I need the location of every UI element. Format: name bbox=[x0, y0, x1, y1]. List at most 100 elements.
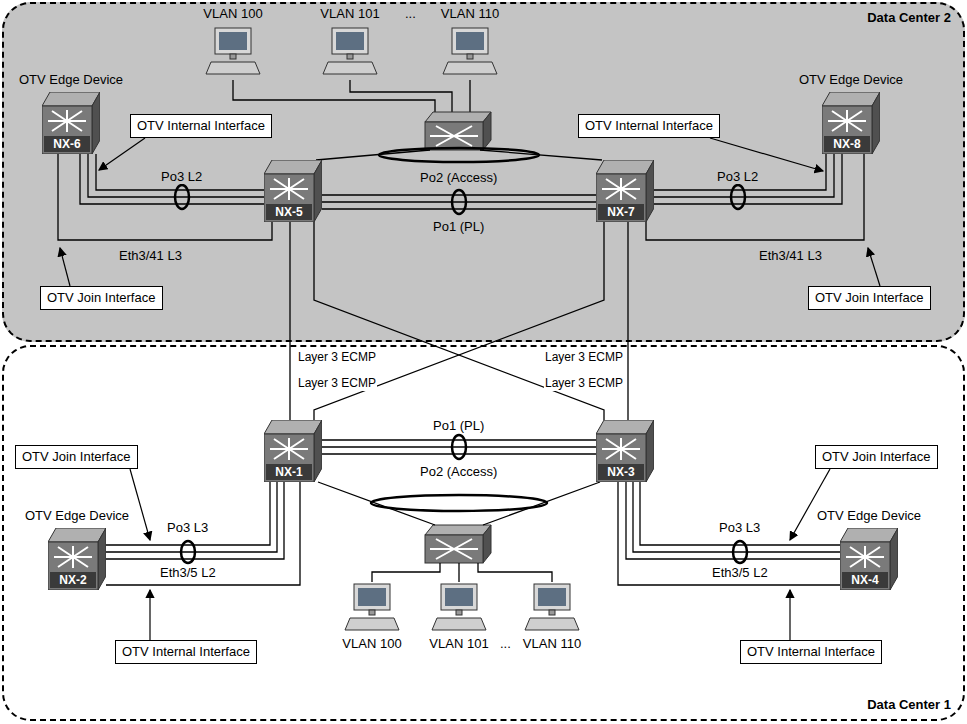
link-line bbox=[106, 482, 300, 585]
link-line bbox=[646, 154, 864, 240]
switch-symbol bbox=[828, 110, 866, 132]
switch-band bbox=[842, 572, 888, 588]
link bbox=[58, 154, 272, 240]
link bbox=[618, 482, 840, 585]
vlan-label: VLAN 110 bbox=[517, 636, 587, 652]
switch-side bbox=[92, 92, 100, 154]
plain-label: Po2 (Access) bbox=[419, 170, 498, 186]
switch-band bbox=[44, 136, 90, 152]
pc-keyboard bbox=[525, 618, 579, 630]
bundle-ring bbox=[175, 185, 189, 209]
nexus-switch: NX-5 bbox=[264, 160, 322, 222]
nexus-switch: OTV Edge DeviceNX-2 bbox=[48, 528, 106, 590]
host-pc: VLAN 100 bbox=[337, 582, 407, 654]
switch-top bbox=[48, 528, 106, 542]
switch-side bbox=[890, 528, 898, 590]
switch-symbol bbox=[270, 178, 308, 200]
callout-box: OTV Join Interface bbox=[40, 286, 163, 310]
callout-box: OTV Internal Interface bbox=[578, 114, 720, 138]
access-switch-top bbox=[425, 112, 491, 122]
pc-keyboard bbox=[443, 62, 497, 74]
nexus-switch: OTV Edge DeviceNX-8 bbox=[822, 92, 880, 154]
link bbox=[628, 222, 629, 420]
vlan-label: VLAN 101 bbox=[424, 636, 494, 652]
pc-stand bbox=[369, 610, 375, 615]
switch-symbol bbox=[54, 546, 92, 568]
switch-symbol bbox=[602, 178, 640, 200]
link-label: Po3 L2 bbox=[159, 169, 204, 184]
plain-label: ... bbox=[404, 6, 417, 22]
switch-symbol bbox=[430, 539, 478, 559]
callout-box: OTV Internal Interface bbox=[115, 640, 257, 664]
switch-front bbox=[48, 542, 98, 590]
region-fill bbox=[2, 2, 965, 342]
link-label: Eth3/41 L3 bbox=[117, 248, 184, 263]
data-center-region: Data Center 1OTV Join InterfaceNX-1NX-3O… bbox=[2, 345, 965, 721]
link-line bbox=[322, 194, 596, 195]
link-line bbox=[58, 154, 272, 240]
access-switch-top bbox=[425, 525, 491, 535]
switch-symbol bbox=[270, 438, 308, 460]
pc-screen bbox=[219, 32, 247, 50]
pc-stand bbox=[230, 54, 236, 59]
link-line bbox=[289, 222, 290, 420]
link-line bbox=[322, 208, 596, 209]
switch-band bbox=[824, 136, 870, 152]
callout-box: OTV Join Interface bbox=[815, 445, 938, 469]
device-name: NX-7 bbox=[598, 204, 644, 220]
switch-side bbox=[314, 420, 322, 482]
switch-front bbox=[264, 174, 314, 222]
switch-band bbox=[598, 464, 644, 480]
device-name: NX-1 bbox=[266, 464, 312, 480]
access-switch-front bbox=[425, 122, 483, 150]
leader-line bbox=[868, 248, 880, 286]
access-switch-front bbox=[425, 535, 483, 563]
pc-stand bbox=[456, 610, 462, 615]
nexus-switch: OTV Edge DeviceNX-4 bbox=[840, 528, 898, 590]
switch-top bbox=[840, 528, 898, 542]
device-name: NX-5 bbox=[266, 204, 312, 220]
device-role: OTV Edge Device bbox=[19, 72, 123, 88]
pc-screen bbox=[358, 588, 386, 606]
switch-front bbox=[596, 434, 646, 482]
device-role: OTV Edge Device bbox=[25, 508, 129, 524]
access-link bbox=[316, 150, 602, 160]
switch-top bbox=[264, 420, 322, 434]
link-line bbox=[618, 482, 840, 585]
plain-label: Layer 3 ECMP bbox=[297, 350, 377, 365]
pc-monitor bbox=[452, 28, 488, 54]
callout-text: OTV Internal Interface bbox=[122, 644, 250, 660]
link-label: Po3 L3 bbox=[717, 520, 762, 535]
callout-text: OTV Internal Interface bbox=[585, 118, 713, 134]
leader-line bbox=[130, 469, 150, 540]
link bbox=[646, 154, 864, 240]
switch-symbol bbox=[430, 126, 478, 146]
pc-icon bbox=[524, 582, 580, 634]
pc-stand bbox=[467, 54, 473, 59]
switch-top bbox=[264, 160, 322, 174]
pc-monitor bbox=[534, 584, 570, 610]
callout-text: OTV Join Interface bbox=[822, 449, 930, 465]
bundle-ring bbox=[452, 190, 466, 214]
host-pc: VLAN 101 bbox=[424, 582, 494, 654]
switch-top bbox=[596, 160, 654, 174]
switch-front bbox=[264, 434, 314, 482]
leader-line bbox=[60, 248, 70, 286]
link bbox=[322, 435, 596, 459]
callout-text: OTV Join Interface bbox=[815, 290, 923, 306]
host-pc: VLAN 100 bbox=[198, 6, 268, 80]
link-line bbox=[322, 453, 596, 454]
nexus-switch: OTV Edge DeviceNX-6 bbox=[42, 92, 100, 154]
pc-icon bbox=[205, 26, 261, 78]
link-line bbox=[654, 154, 842, 204]
link bbox=[106, 482, 300, 585]
link bbox=[626, 482, 840, 563]
switch-side bbox=[646, 160, 654, 222]
switch-side bbox=[872, 92, 880, 154]
pc-stand bbox=[347, 54, 353, 59]
bundle-ring bbox=[181, 541, 195, 563]
pc-keyboard bbox=[323, 62, 377, 74]
switch-front bbox=[596, 174, 646, 222]
link-line bbox=[106, 482, 270, 545]
access-link bbox=[318, 482, 600, 525]
